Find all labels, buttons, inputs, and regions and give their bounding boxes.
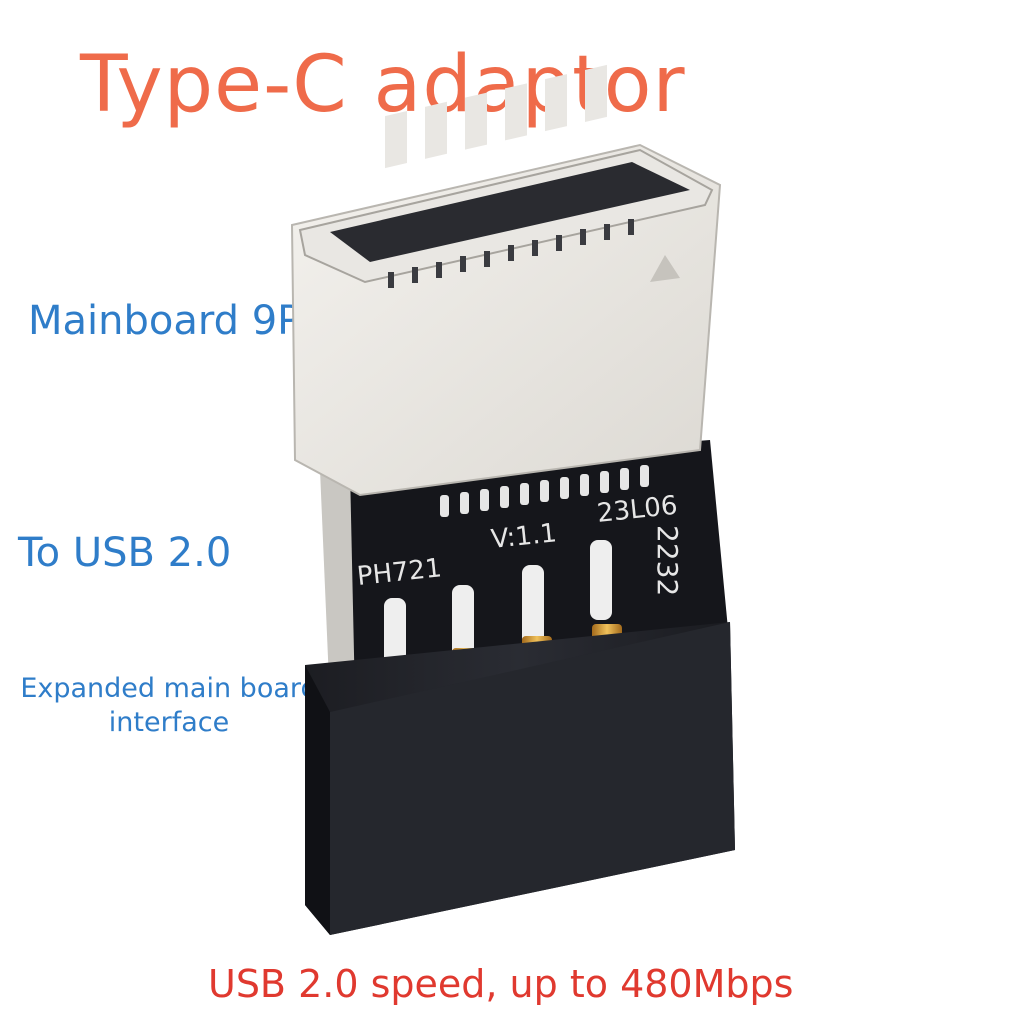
usb-header-block bbox=[305, 622, 735, 935]
mainboard-9p-label: Mainboard 9P bbox=[28, 298, 302, 344]
expanded-interface-label: Expanded main board interface bbox=[20, 673, 318, 738]
inner-pins bbox=[385, 64, 607, 169]
type-c-shield-connector bbox=[290, 64, 722, 517]
triangle-marker-icon bbox=[650, 255, 680, 282]
pcb-version-text: V:1.1 bbox=[490, 518, 559, 555]
pcb-side-text: 2232 bbox=[651, 525, 684, 596]
to-usb-label: To USB 2.0 bbox=[18, 530, 232, 576]
product-title: Type-C adaptor bbox=[80, 40, 686, 130]
speed-caption: USB 2.0 speed, up to 480Mbps bbox=[208, 962, 794, 1006]
